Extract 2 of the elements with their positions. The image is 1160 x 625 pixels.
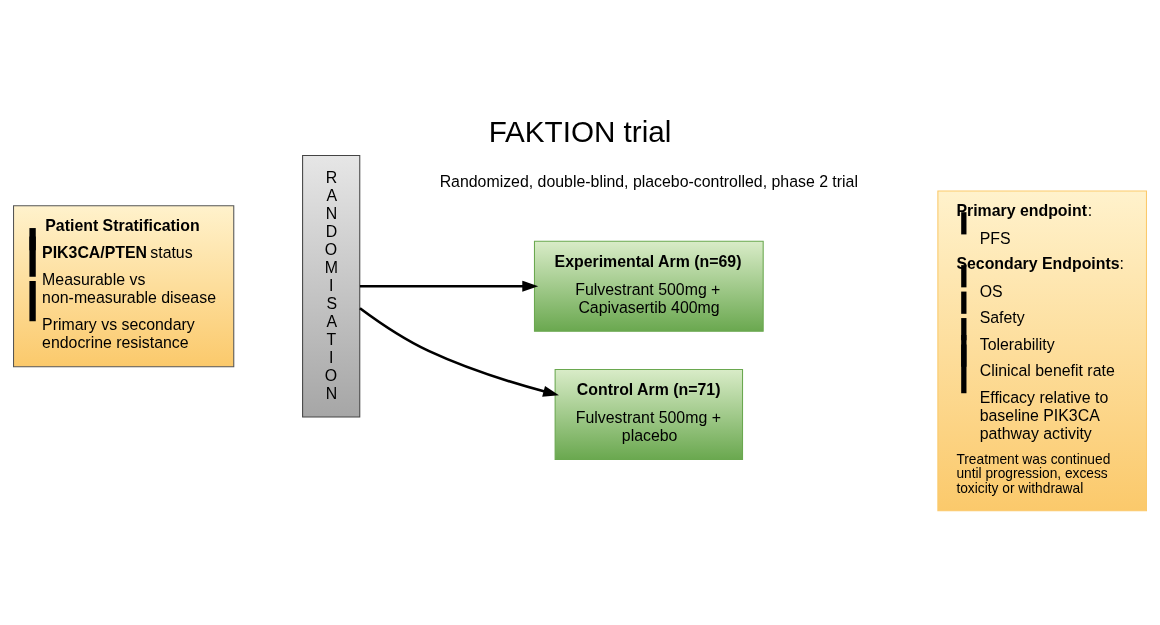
label: Randomized, double-blind, placebo-controlled, phase 2 trial	[439, 173, 858, 191]
diagram-title: FAKTION trial	[488, 115, 672, 149]
